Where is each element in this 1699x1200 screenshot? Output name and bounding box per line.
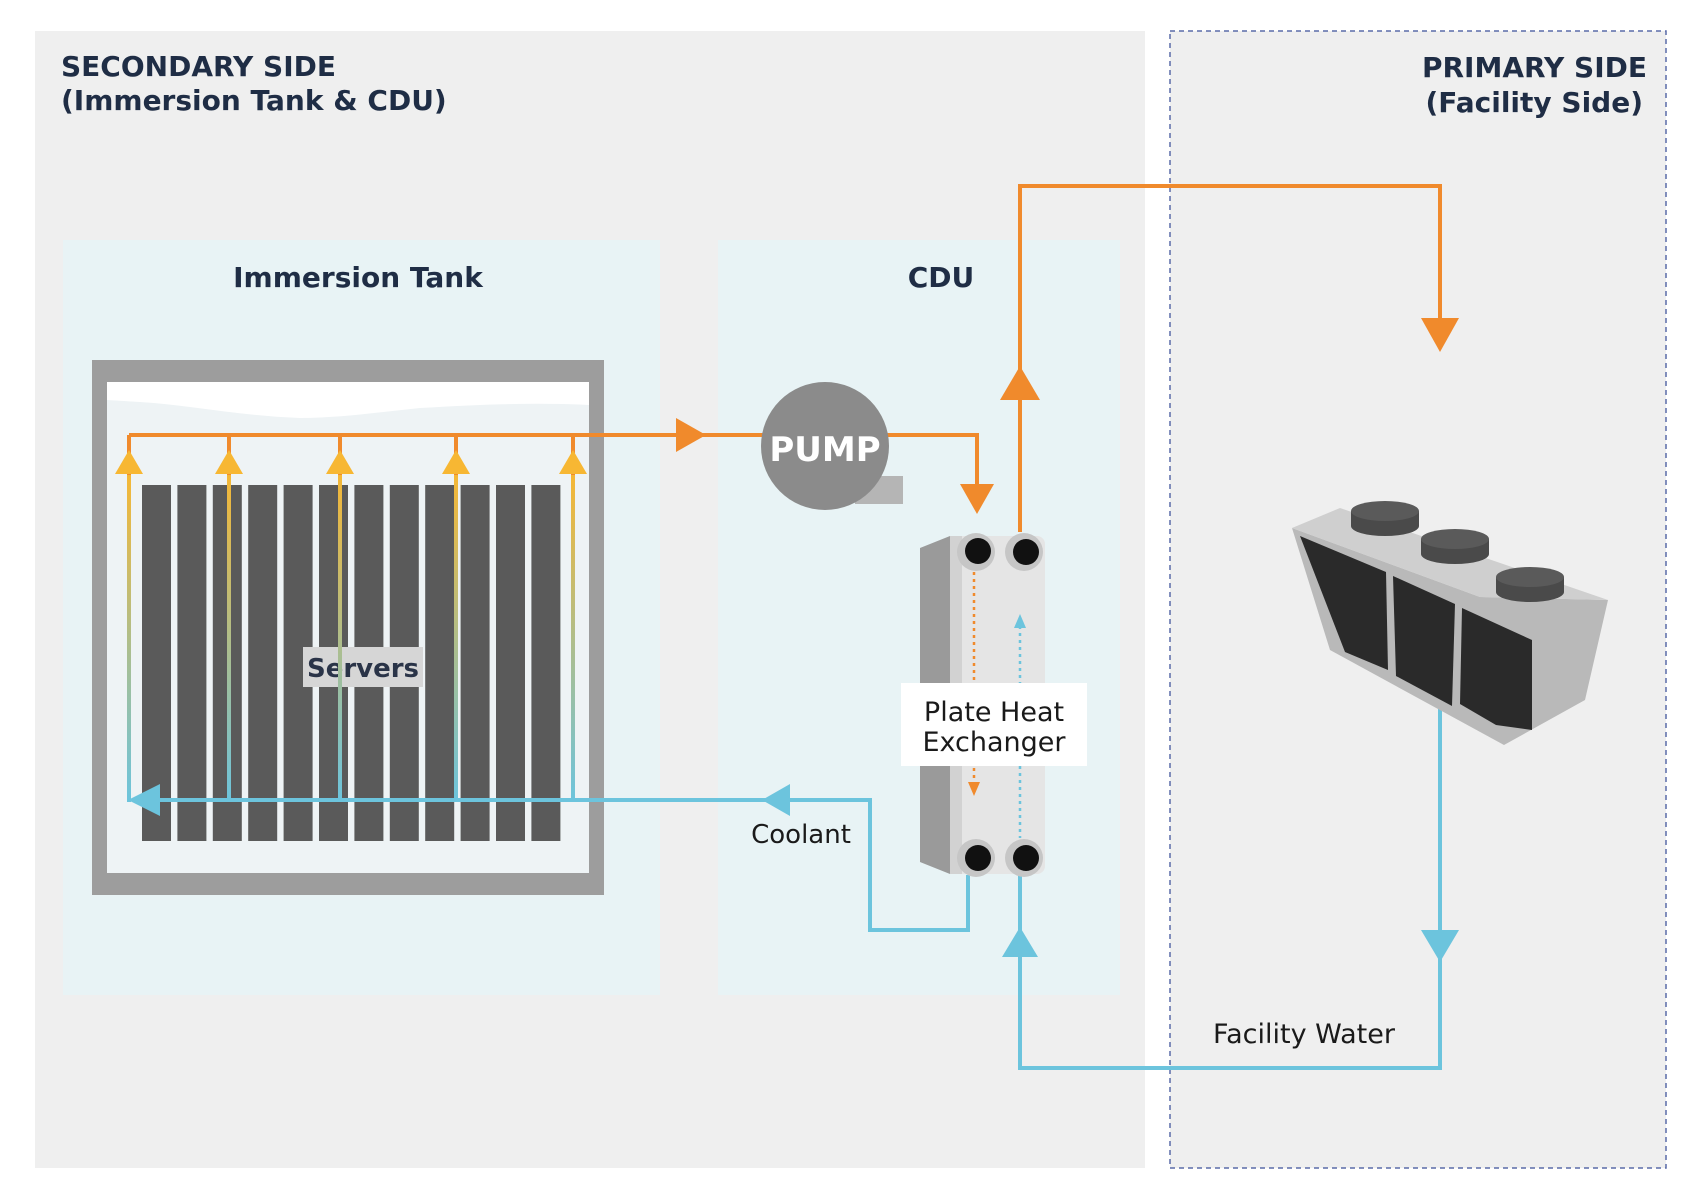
cdu-title: CDU: [908, 261, 975, 294]
coolant-riser: [227, 470, 231, 802]
hot-coolant-line: [129, 184, 1442, 532]
riser-arrow: [559, 450, 587, 474]
cold-coolant-line: [142, 640, 1442, 1070]
secondary-side-subtitle: (Immersion Tank & CDU): [61, 84, 447, 117]
dry-cooler-icon: [1292, 501, 1608, 745]
servers-label: Servers: [307, 654, 419, 684]
coolant-riser: [571, 470, 575, 802]
server-blade: [177, 485, 207, 841]
hot-flow-arrow-down-hx: [960, 484, 994, 514]
coolant-riser: [454, 470, 458, 802]
hot-flow-arrow-down-primary: [1421, 318, 1459, 352]
server-blade: [496, 485, 525, 841]
riser-arrow: [115, 450, 143, 474]
cold-flow-arrow-up-hx: [1002, 927, 1038, 957]
hot-flow-arrow-up-cdu: [1000, 366, 1040, 400]
pump-icon: [761, 382, 903, 510]
coolant-label: Coolant: [751, 820, 851, 850]
secondary-side-title: SECONDARY SIDE: [61, 50, 336, 83]
server-blade: [142, 485, 171, 841]
primary-side-subtitle: (Facility Side): [1425, 86, 1643, 119]
cold-flow-arrow-left-cdu: [762, 784, 790, 816]
pump-label: PUMP: [769, 430, 880, 470]
immersion-tank-title: Immersion Tank: [233, 261, 484, 294]
heat-exchanger-label-line1: Plate Heat: [924, 697, 1064, 728]
riser-arrow: [442, 450, 470, 474]
server-blade: [248, 485, 278, 841]
riser-arrow: [326, 450, 354, 474]
server-blade: [460, 485, 490, 841]
hot-flow-arrow-right: [676, 418, 706, 452]
heat-exchanger-label-line2: Exchanger: [922, 727, 1066, 758]
coolant-risers: [115, 435, 587, 802]
coolant-riser: [127, 470, 131, 802]
server-blade: [531, 485, 561, 841]
cdu-zone: [718, 240, 1120, 995]
cold-flow-arrow-down-primary: [1421, 930, 1459, 962]
cold-flow-arrow-left-tank: [128, 784, 160, 816]
riser-arrow: [215, 450, 243, 474]
servers-label-bg: [303, 647, 423, 687]
primary-side-title: PRIMARY SIDE: [1422, 51, 1647, 84]
server-blade: [425, 485, 455, 841]
facility-water-label: Facility Water: [1213, 1019, 1396, 1050]
heat-exchanger-label-bg: [901, 683, 1087, 766]
coolant-riser: [338, 470, 342, 802]
